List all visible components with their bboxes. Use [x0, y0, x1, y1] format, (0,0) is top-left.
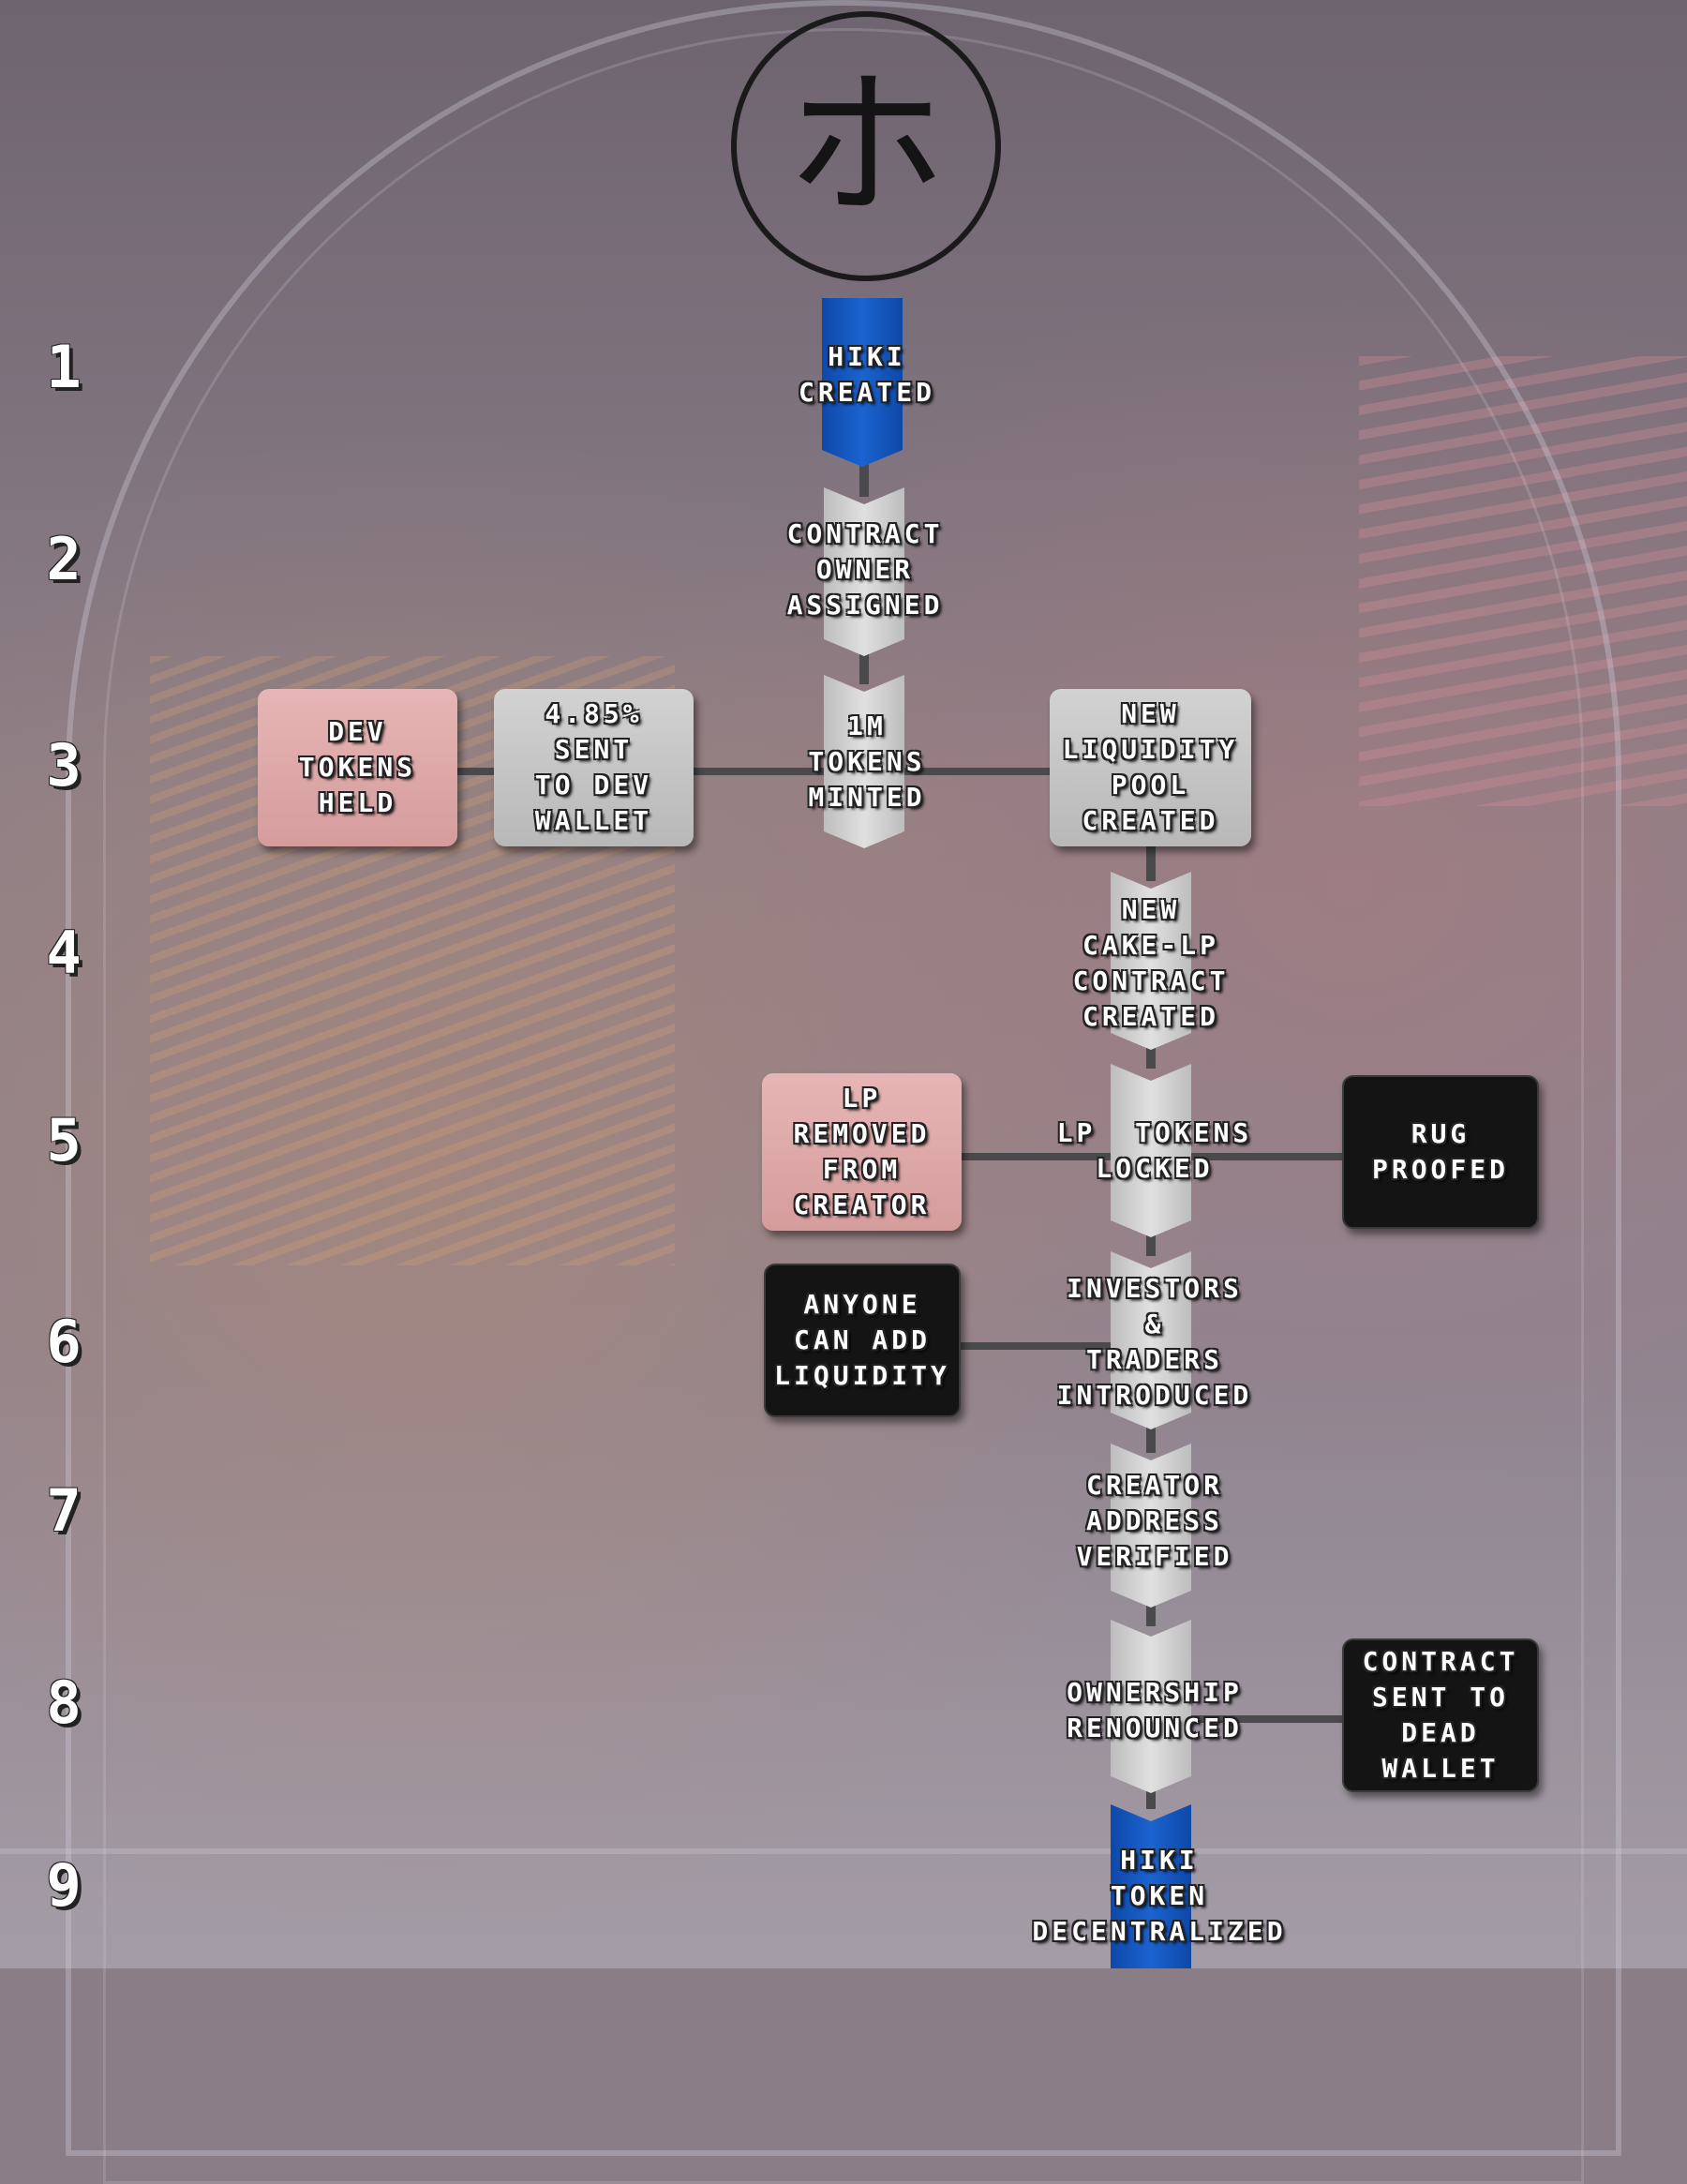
- step-8-label: OWNERSHIP RENOUNCED: [1067, 1676, 1243, 1743]
- step-number-8: 8: [46, 1668, 82, 1737]
- step-2: CONTRACT OWNER ASSIGNED: [659, 511, 1071, 628]
- connector-step7-step8: [1146, 1598, 1156, 1626]
- step-4-chevron: [1111, 872, 1191, 1050]
- connector-step1-step2: [859, 459, 869, 497]
- sent-to-dev-wallet-label: 4.85% SENT TO DEV WALLET: [534, 698, 653, 836]
- step-6: INVESTORS & TRADERS INTRODUCED: [948, 1267, 1361, 1417]
- step-3: 1M TOKENS MINTED: [661, 703, 1073, 820]
- lp-removed-from-creator-box: LP REMOVED FROM CREATOR: [762, 1073, 962, 1231]
- step-3-chevron: [824, 675, 904, 848]
- step-3-label: 1M TOKENS MINTED: [808, 710, 926, 813]
- step-6-label: INVESTORS & TRADERS INTRODUCED: [1056, 1273, 1253, 1411]
- contract-sent-to-dead-wallet-box: CONTRACT SENT TO DEAD WALLET: [1342, 1638, 1539, 1792]
- sent-to-dev-wallet-box: 4.85% SENT TO DEV WALLET: [494, 689, 694, 846]
- step-8-chevron: [1111, 1620, 1191, 1793]
- step-6-chevron: [1111, 1251, 1191, 1429]
- step-5: LP TOKENS LOCKED: [948, 1111, 1361, 1190]
- bottom-divider: [0, 1848, 1687, 1854]
- step-number-5: 5: [46, 1106, 82, 1174]
- step-8: OWNERSHIP RENOUNCED: [948, 1670, 1361, 1750]
- connector-row6: [956, 1342, 1143, 1350]
- connector-step6-step7: [1146, 1425, 1156, 1453]
- connector-step2-step3: [859, 647, 869, 684]
- step-number-6: 6: [46, 1308, 82, 1376]
- step-4-label: NEW CAKE-LP CONTRACT CREATED: [1072, 894, 1230, 1032]
- connector-step5-step6: [1146, 1228, 1156, 1256]
- step-2-label: CONTRACT OWNER ASSIGNED: [786, 517, 944, 621]
- step-7-chevron: [1111, 1444, 1191, 1608]
- dev-tokens-held-label: DEV TOKENS HELD: [298, 716, 417, 818]
- step-number-3: 3: [46, 731, 82, 800]
- contract-dead-wallet-label: CONTRACT SENT TO DEAD WALLET: [1362, 1646, 1519, 1784]
- connector-row3: [450, 768, 1162, 775]
- step-4: NEW CAKE-LP CONTRACT CREATED: [945, 889, 1357, 1039]
- step-7: CREATOR ADDRESS VERIFIED: [948, 1462, 1361, 1579]
- connector-step8-step9: [1146, 1790, 1156, 1809]
- step-number-9: 9: [46, 1851, 82, 1920]
- step-5-chevron: [1111, 1064, 1191, 1237]
- hiki-logo: ホ: [731, 11, 1001, 281]
- new-liquidity-pool-box: NEW LIQUIDITY POOL CREATED: [1050, 689, 1251, 846]
- step-7-label: CREATOR ADDRESS VERIFIED: [1076, 1469, 1233, 1572]
- step-9: HIKI TOKEN DECENTRALIZED: [953, 1837, 1366, 1954]
- connector-row8: [1153, 1715, 1350, 1723]
- anyone-can-add-liquidity-box: ANYONE CAN ADD LIQUIDITY: [764, 1264, 961, 1417]
- anyone-can-add-label: ANYONE CAN ADD LIQUIDITY: [774, 1289, 950, 1391]
- connector-step4-step5: [1146, 1040, 1156, 1069]
- step-1: HIKI CREATED: [661, 328, 1073, 422]
- step-9-chevron: [1111, 1804, 1191, 1968]
- step-number-4: 4: [46, 919, 82, 987]
- step-1-label: HIKI CREATED: [798, 341, 935, 408]
- step-9-label: HIKI TOKEN DECENTRALIZED: [1032, 1844, 1287, 1947]
- rug-proofed-box: RUG PROOFED: [1342, 1075, 1539, 1229]
- step-number-7: 7: [46, 1476, 82, 1545]
- rug-proofed-label: RUG PROOFED: [1371, 1118, 1509, 1185]
- step-5-label: LP TOKENS LOCKED: [1056, 1116, 1253, 1184]
- dev-tokens-held-box: DEV TOKENS HELD: [258, 689, 457, 846]
- step-number-1: 1: [46, 333, 82, 401]
- lp-removed-label: LP REMOVED FROM CREATOR: [793, 1083, 931, 1220]
- step-number-2: 2: [46, 525, 82, 593]
- step-1-chevron: [822, 298, 903, 467]
- logo-glyph: ホ: [785, 53, 946, 239]
- connector-pool-step4: [1146, 844, 1156, 881]
- step-2-chevron: [824, 487, 904, 656]
- new-liquidity-pool-label: NEW LIQUIDITY POOL CREATED: [1062, 698, 1239, 836]
